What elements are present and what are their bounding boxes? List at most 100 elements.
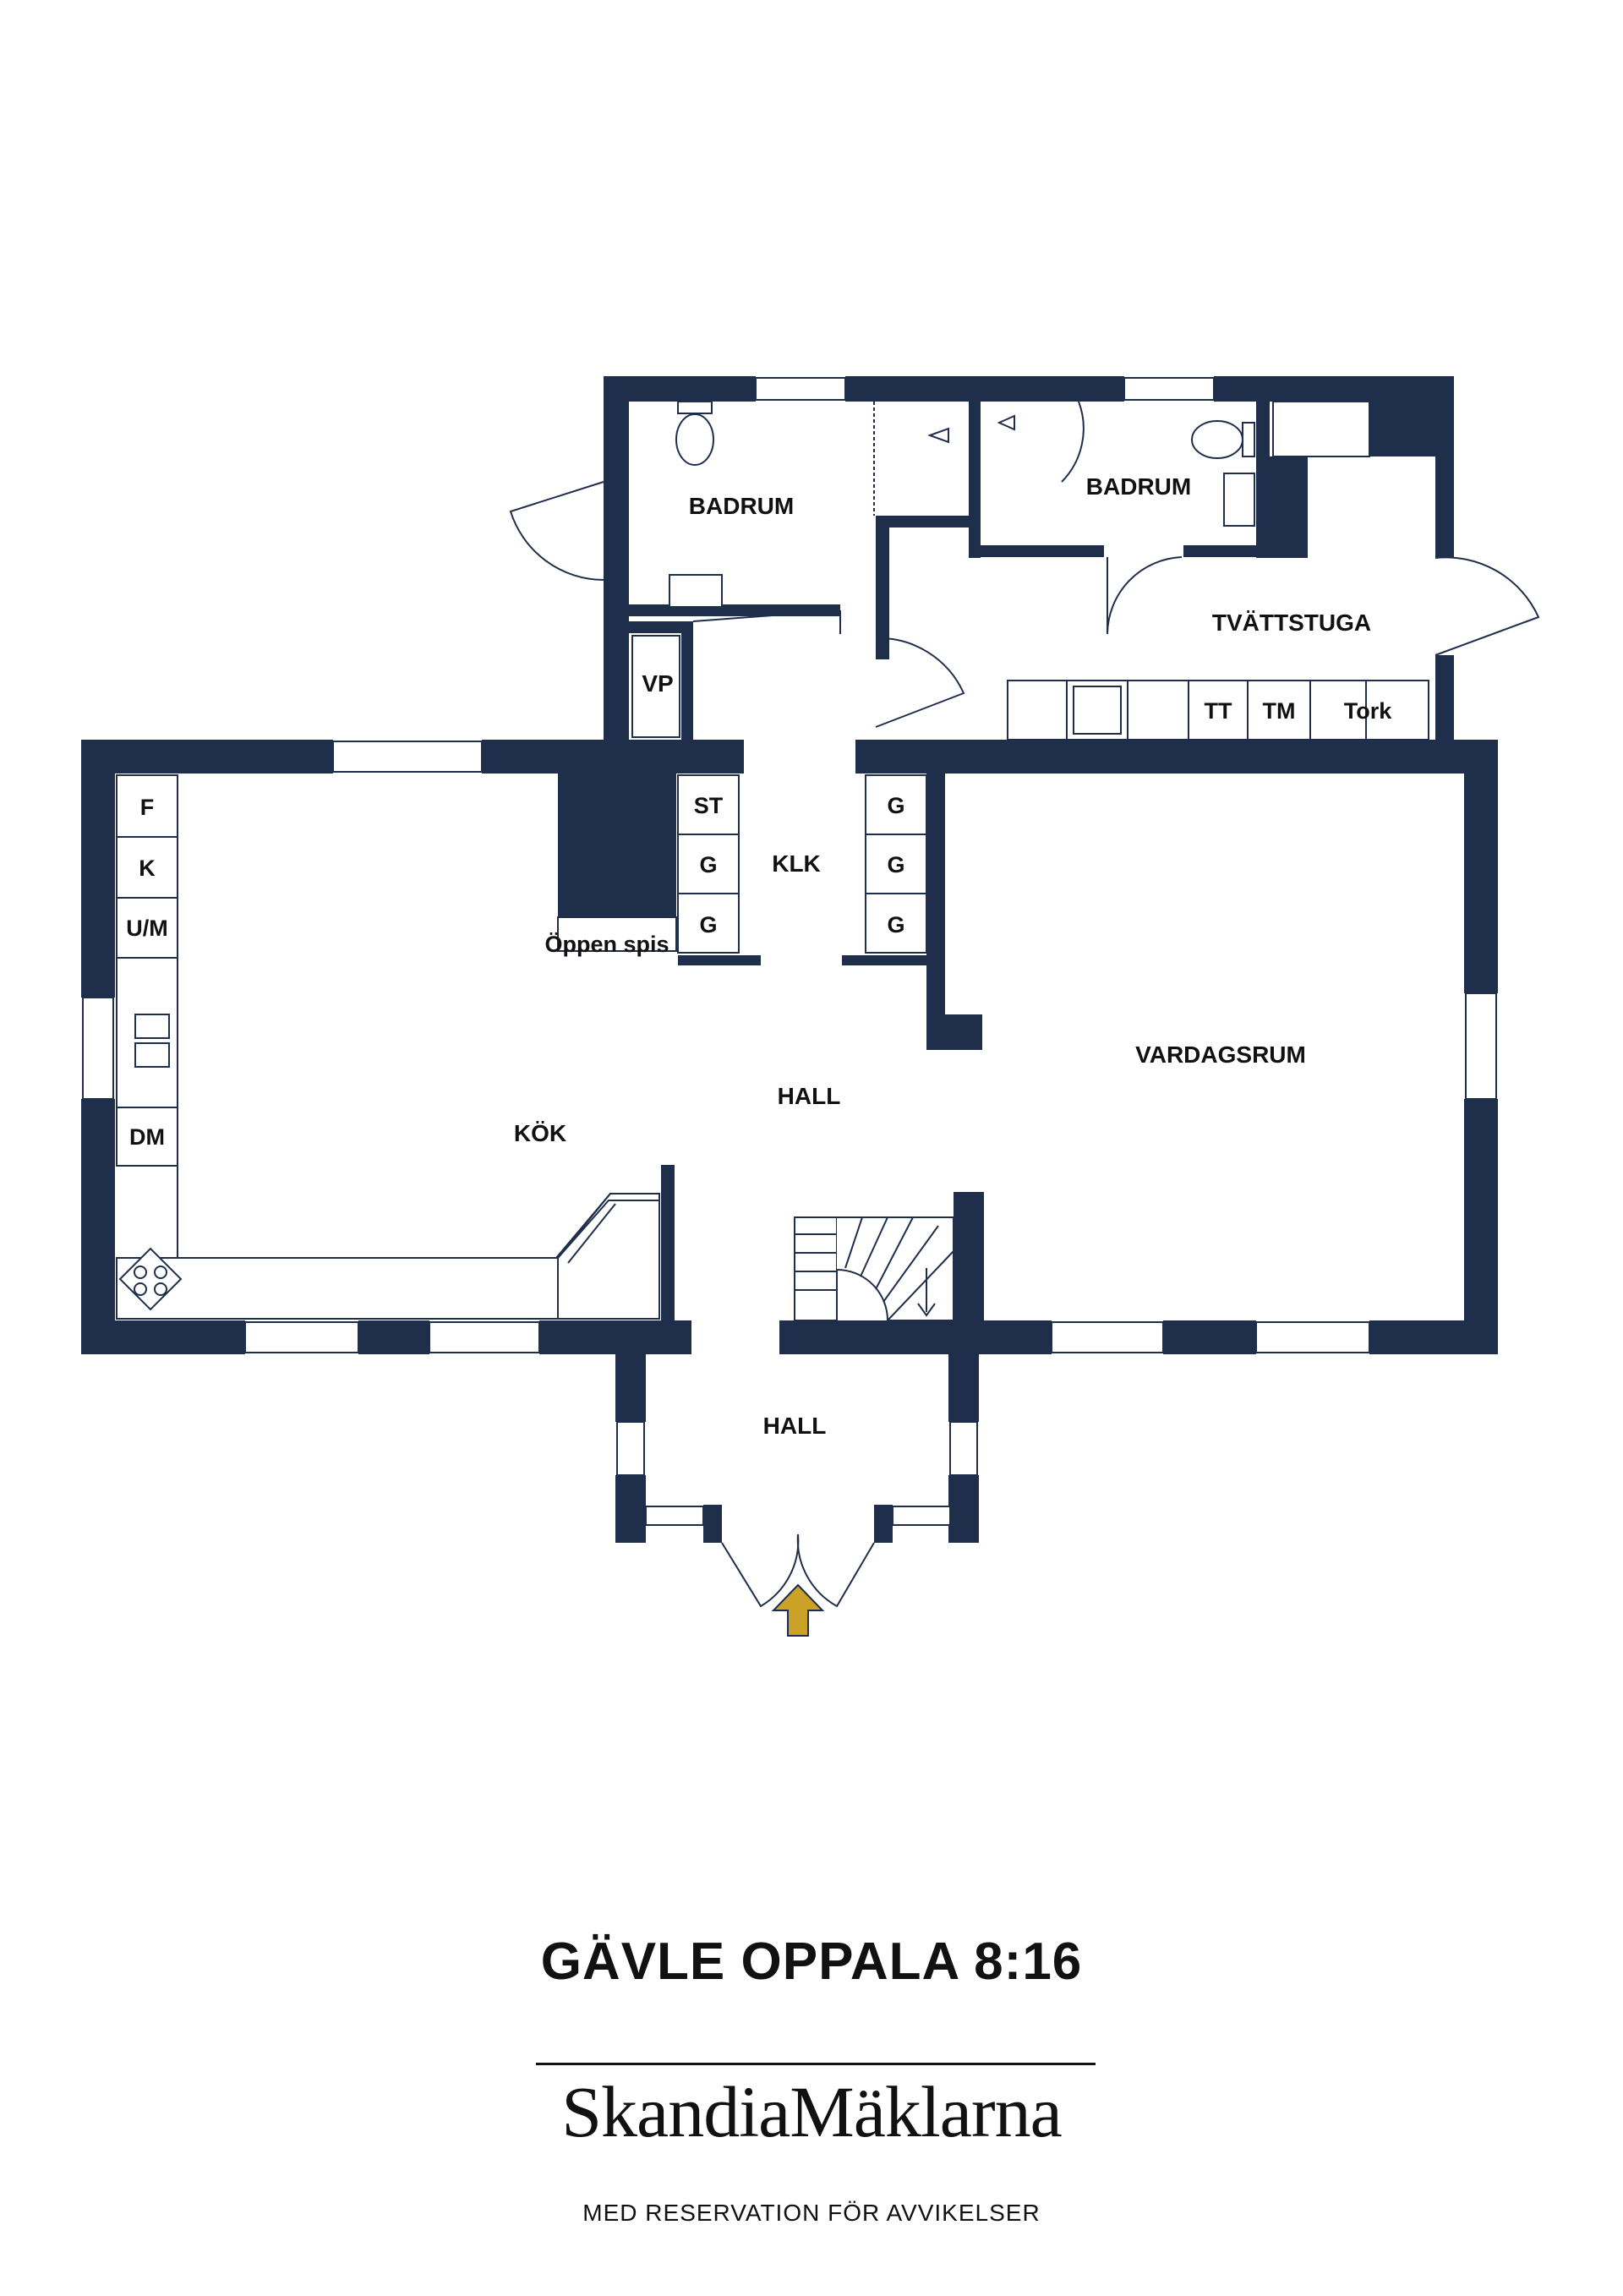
toilet-bowl-left [675,413,714,466]
fixture-label-f: F [140,795,155,820]
door-shower [1061,401,1085,483]
divider-line [536,2063,1096,2065]
window-main-bottom-1 [244,1321,359,1353]
wall-annex-right-lower [1435,655,1454,740]
wall-bath-divider [876,516,889,659]
wall-closet-right-bottom [842,955,932,965]
kitchen-peninsula-inner [567,1203,616,1264]
bath2-shelf-box [1272,401,1370,457]
window-main-bottom-2 [429,1321,540,1353]
closet-label-st: ST [694,793,724,818]
closet-left [677,774,740,954]
wall-main-right-1 [1464,740,1498,993]
window-main-bottom-3 [1051,1321,1164,1353]
fireplace-block [558,774,676,917]
wall-vp-right [681,621,693,740]
toilet-tank-left [677,401,713,414]
fixtures [116,401,1429,1321]
wall-stair-right [954,1192,984,1327]
wall-closet-left-bottom [678,955,761,965]
door-entry-left [721,1533,800,1608]
staircase [794,1216,954,1321]
wall-entry-right-1 [948,1354,979,1422]
toilet-tank-right [1242,422,1255,457]
wall-entry-stub-right [874,1505,893,1543]
wall-main-bottom-5 [1163,1320,1256,1354]
closet-right [865,774,927,954]
door-tvattstuga-exterior [1434,556,1540,656]
window-main-left [82,997,114,1100]
wall-bath-left-lower [629,604,840,616]
wall-main-left-1 [81,740,115,998]
laundry-label-tt: TT [1205,698,1232,724]
kitchen-sink-1 [134,1014,170,1039]
wall-main-bottom-1 [81,1320,245,1354]
closet-label-g-right-3: G [887,912,904,938]
room-label-vp: VP [642,670,673,697]
wall-living-nub [926,1014,982,1050]
sink-left [669,574,723,608]
kitchen-sink-2 [134,1042,170,1068]
window-entry-right [949,1421,978,1476]
kitchen-peninsula [557,1193,660,1320]
wall-entry-right-2 [948,1475,979,1543]
wall-annex-left [604,376,629,740]
wall-main-bottom-2 [358,1320,429,1354]
entrance-arrow-icon [771,1583,825,1637]
vp-closet [631,635,680,738]
doors [509,401,1540,1608]
door-badrum-exterior [509,481,604,581]
kitchen-bottom-counter [117,1165,660,1259]
room-label-klk: KLK [772,850,821,877]
wall-main-top-left-1 [81,740,333,774]
window-annex-top-1 [755,377,846,401]
shower-head-icon [927,414,1015,444]
wall-bath2-bottom-1 [969,545,1104,557]
wall-annex-right [1435,376,1454,558]
window-main-bottom-4 [1255,1321,1370,1353]
wall-main-bottom-3 [539,1320,691,1354]
window-entry-bottom-left [645,1506,704,1526]
laundry-label-tm: TM [1263,698,1296,724]
window-entry-bottom-right [892,1506,951,1526]
wall-entry-left-2 [615,1475,646,1543]
laundry-label-tork: Tork [1344,698,1392,724]
door-tvattstuga-hall [875,637,965,728]
window-main-right [1465,992,1497,1100]
room-label-vardagsrum: VARDAGSRUM [1135,1041,1306,1068]
closet-label-g-right-2: G [887,852,904,877]
wall-entry-stub-left [703,1505,722,1543]
wall-main-left-2 [81,1099,115,1354]
door-badrum-inner [692,610,841,634]
walls [81,376,1498,1543]
sink-right [1223,473,1255,527]
wall-bath2-right [1256,402,1270,558]
stove-icon [118,1247,183,1311]
kitchen-cabinets [116,774,178,1167]
wall-main-top-right [855,740,1498,774]
wall-vp-top [629,621,693,633]
wall-bath2-left [969,402,981,558]
window-main-top [332,741,483,773]
wall-annex-top-1 [604,376,756,402]
fireplace-hearth [557,916,677,952]
wall-bath2-bottom-2 [1183,545,1260,557]
fixture-label-k: K [139,856,156,881]
room-label-oppen-spis: Öppen spis [544,932,669,957]
room-label-badrum-left: BADRUM [689,493,794,519]
door-entry-right [796,1533,875,1608]
fixture-label-um: U/M [126,916,168,941]
room-label-badrum-right: BADRUM [1086,473,1191,500]
wall-living-left [926,774,945,1044]
windows [82,377,1497,1526]
room-label-kok: KÖK [514,1120,566,1146]
closet-label-g-left-2: G [699,912,717,938]
wall-main-bottom-4 [779,1320,1052,1354]
room-label-tvattstuga: TVÄTTSTUGA [1212,610,1371,636]
closet-label-g-right-1: G [887,793,904,818]
closet-label-g-left-1: G [699,852,717,877]
door-badrum2 [1107,556,1183,635]
window-annex-top-2 [1123,377,1215,401]
wall-annex-corner-block [1369,402,1435,456]
